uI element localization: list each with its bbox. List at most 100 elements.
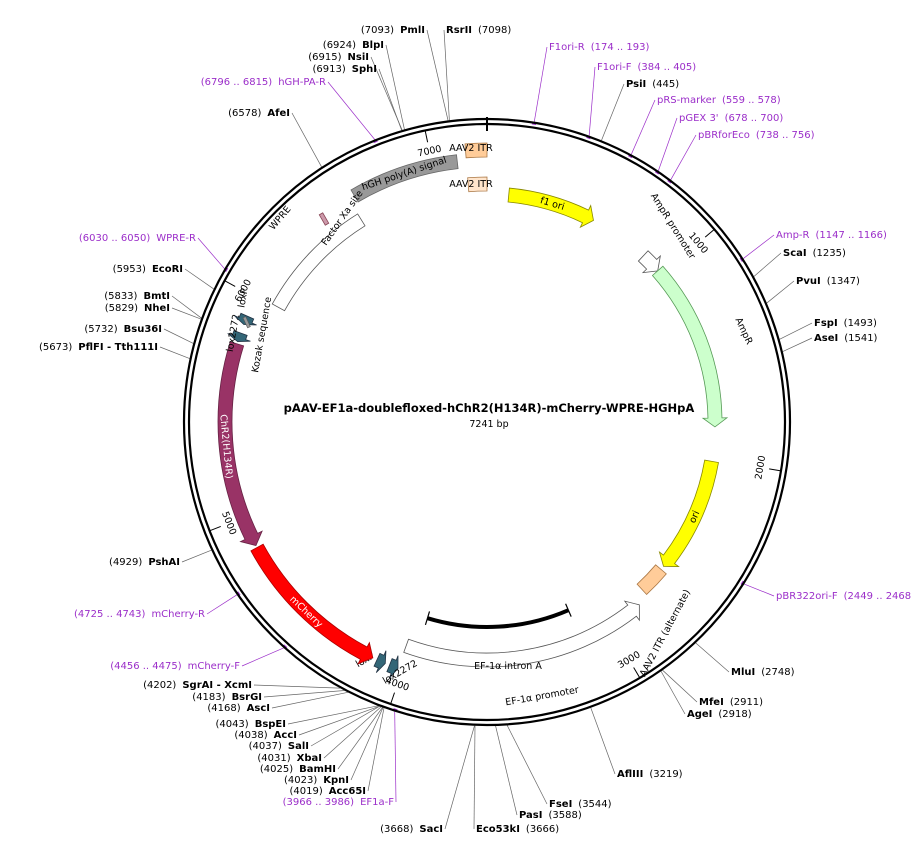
site-label[interactable]: (7093)PmlI [361,25,425,36]
site-label[interactable]: (4019)Acc65I [290,786,367,797]
site-leader [753,252,782,277]
site-label[interactable]: MluI(2748) [731,667,795,678]
site-leader [385,44,405,130]
site-label[interactable]: FspI(1493) [814,318,877,329]
primer-label[interactable]: Amp-R(1147 .. 1166) [776,230,887,241]
feature-ampr-promoter[interactable] [637,250,661,274]
site-label[interactable]: (6924)BlpI [323,40,384,51]
primer-name: F1ori-R [549,42,585,53]
site-label[interactable]: (5732)Bsu36I [84,324,162,335]
site-name: NsiI [348,52,369,63]
site-leader [163,328,194,344]
feature-ef-1a-promoter[interactable] [403,600,640,668]
primer-label[interactable]: pGEX 3'(678 .. 700) [679,113,783,124]
feature-wpre[interactable] [271,213,366,312]
site-label[interactable]: (3668)SacI [380,824,443,835]
site-label[interactable]: RsrII(7098) [446,25,511,36]
site-label[interactable]: (4168)AscI [207,703,270,714]
feature-lox2272-right[interactable] [373,650,387,673]
site-label[interactable]: (5833)BmtI [104,291,170,302]
feature-loxp-right[interactable] [386,655,399,679]
feature-label-ampr-promoter: AmpR promoter [648,191,697,261]
site-label[interactable]: (4037)SalI [249,741,309,752]
primer-label[interactable]: F1ori-F(384 .. 405) [597,62,696,73]
site-label[interactable]: PvuI(1347) [796,276,860,287]
factor-xa-site-mark[interactable] [318,212,330,226]
feature-label-mcherry: mCherry [287,594,325,631]
site-label[interactable]: ScaI(1235) [783,248,846,259]
site-name: PflFI - Tth111I [78,342,158,353]
primer-leader [241,647,284,667]
site-label[interactable]: (4038)AccI [234,730,297,741]
site-pos: (4183) [192,692,225,703]
kozak-mark[interactable] [242,316,251,329]
primer-range: (384 .. 405) [637,62,696,73]
primer-label[interactable]: (4725 .. 4743)mCherry-R [74,609,205,620]
feature-ampr[interactable] [651,265,729,428]
site-pos: (5673) [39,342,72,353]
primer-name: pBRforEco [698,130,750,141]
primer-label[interactable]: pRS-marker(559 .. 578) [657,95,781,106]
ef1a-intron-arc[interactable] [426,608,570,629]
site-label[interactable]: (4043)BspEI [215,719,286,730]
site-label[interactable]: (4025)BamHI [260,764,336,775]
feature-mcherry[interactable] [250,543,374,665]
site-pos: (5732) [84,324,117,335]
site-label[interactable]: FseI(3544) [549,799,612,810]
site-label[interactable]: (4929)PshAI [109,557,180,568]
site-leader [378,68,402,131]
feature-ori[interactable] [658,459,719,567]
site-label[interactable]: (4202)SgrAI - XcmI [143,680,252,691]
primer-label[interactable]: (4456 .. 4475)mCherry-F [110,661,240,672]
site-label[interactable]: AseI(1541) [814,333,878,344]
tick-3000 [633,667,641,679]
site-label[interactable]: (4183)BsrGI [192,692,262,703]
primer-label[interactable]: (3966 .. 3986)EF1a-F [283,797,395,808]
site-label[interactable]: PsiI(445) [626,79,679,90]
tick-4000 [390,692,395,705]
primer-name: mCherry-F [188,661,241,672]
site-label[interactable]: (4031)XbaI [257,753,322,764]
site-label[interactable]: (4023)KpnI [284,775,349,786]
primer-leader [533,46,548,122]
site-label[interactable]: AgeI(2918) [687,709,752,720]
plasmid-name: pAAV-EF1a-doublefloxed-hChR2(H134R)-mChe… [284,401,695,415]
site-name: PsiI [626,79,646,90]
feature-aav2-itr-alternate-[interactable] [636,564,667,596]
site-leader [662,669,698,703]
feature-label-loxp-left: loxP [236,287,250,308]
primer-label[interactable]: F1ori-R(174 .. 193) [549,42,649,53]
site-label[interactable]: AflIII(3219) [617,769,683,780]
primer-label[interactable]: pBR322ori-F(2449 .. 2468) [776,591,911,602]
site-pos: (1541) [844,333,877,344]
site-label[interactable]: (5829)NheI [105,303,170,314]
site-name: PmlI [400,25,425,36]
feature-lox2272-left[interactable] [227,330,251,343]
site-label[interactable]: Eco53kI(3666) [476,824,559,835]
site-label[interactable]: (5673) PflFI - Tth111I [39,342,158,353]
site-name: SgrAI - XcmI [182,680,252,691]
site-leader [350,707,384,781]
feature-aav2-itr-inner[interactable] [467,176,488,193]
site-label[interactable]: (6913)SphI [313,64,377,75]
site-leader [506,725,548,805]
site-name: XbaI [297,753,322,764]
feature-aav2-itr[interactable] [464,142,488,159]
site-label[interactable]: (5953)EcoRI [113,264,183,275]
site-leader [590,707,616,775]
feature-f1-ori[interactable] [507,187,594,229]
primer-label[interactable]: pBRforEco(738 .. 756) [698,130,815,141]
primer-range: (1147 .. 1166) [816,230,888,241]
site-name: ScaI [783,248,807,259]
primer-label[interactable]: (6030 .. 6050)WPRE-R [79,233,196,244]
site-label[interactable]: PasI(3588) [519,810,582,821]
primer-label[interactable]: (6796 .. 6815)hGH-PA-R [201,77,326,88]
site-label[interactable]: (6915)NsiI [308,52,369,63]
site-label[interactable]: (6578)AfeI [228,108,290,119]
feature-label-aav2-itr-inner: AAV2 ITR [449,179,493,190]
feature-hgh-poly-a-signal[interactable] [350,154,459,203]
map-title-group: pAAV-EF1a-doublefloxed-hChR2(H134R)-mChe… [284,401,695,430]
kozak-label: Kozak sequence [250,296,274,374]
site-label[interactable]: MfeI(2911) [699,697,763,708]
feature-chr2-h134r-[interactable] [217,341,263,546]
